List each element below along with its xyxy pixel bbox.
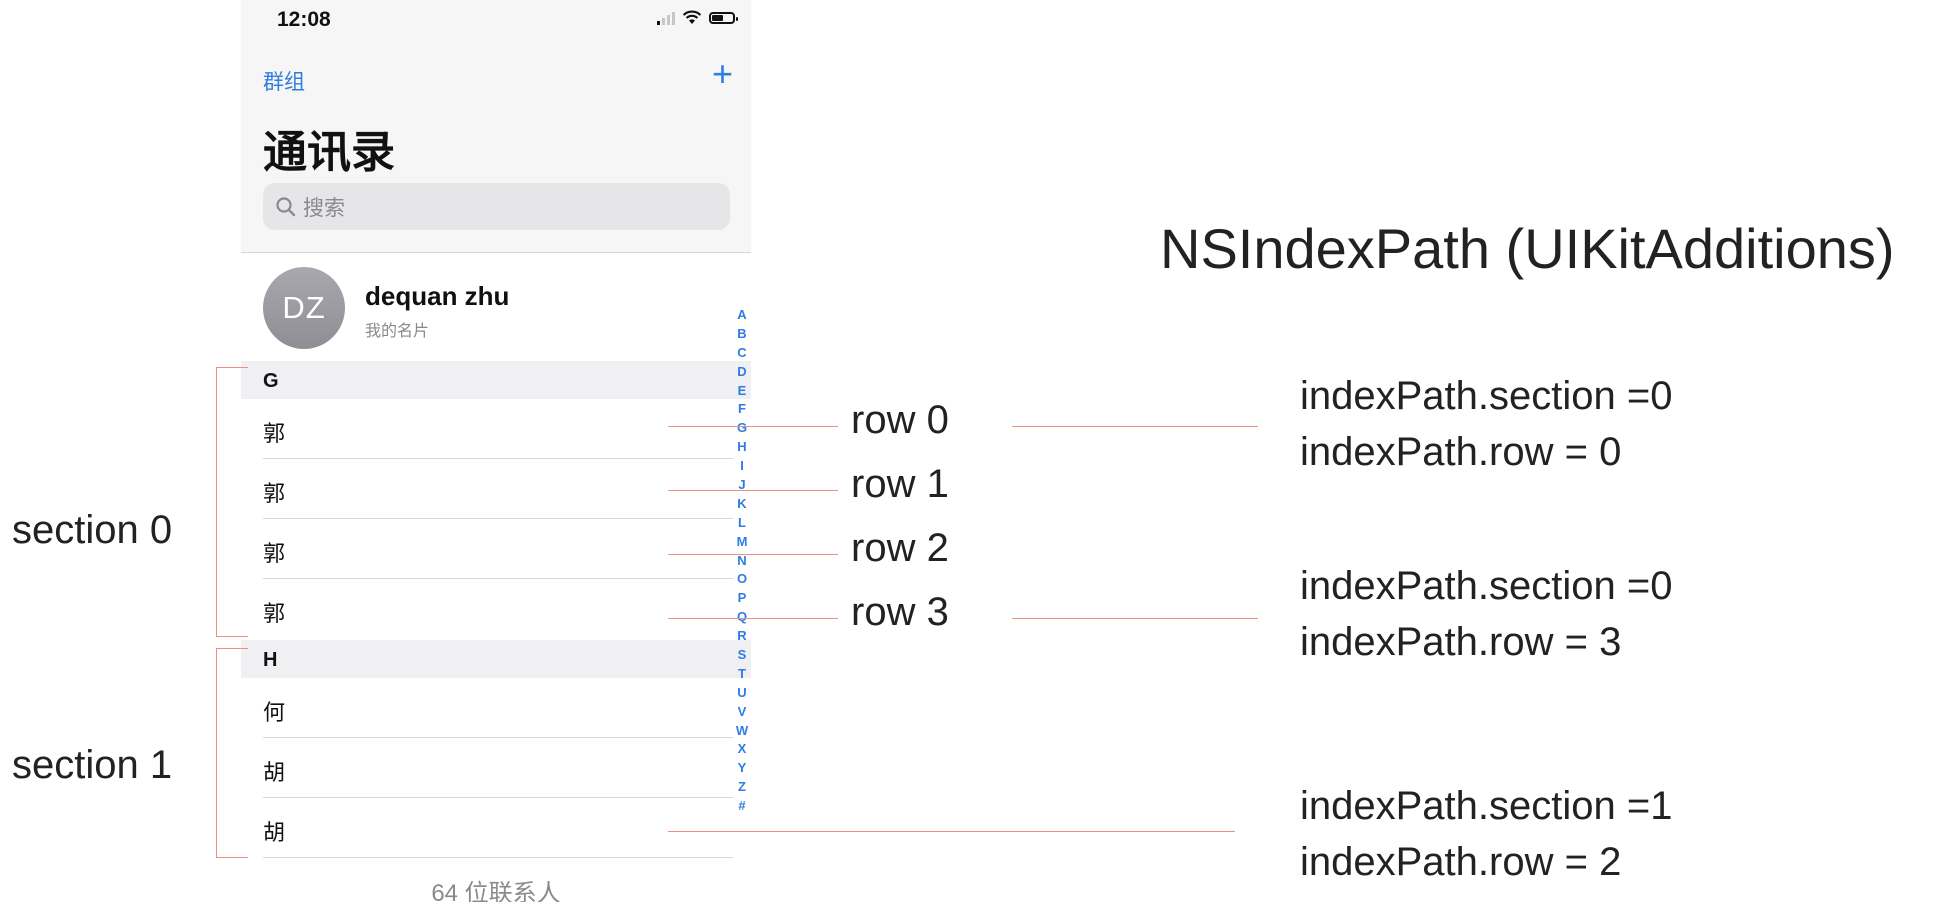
contact-count: 64 位联系人 (431, 880, 561, 902)
info-row: indexPath.row = 2 (1300, 840, 1622, 884)
diagram-title: NSIndexPath (UIKitAdditions) (1160, 217, 1895, 280)
contact-name: 郭 (263, 601, 286, 626)
my-card-row[interactable]: DZ dequan zhu 我的名片 (241, 253, 751, 361)
info-row: indexPath.row = 0 (1300, 430, 1622, 474)
wifi-icon (682, 10, 702, 24)
row-1-pointer (668, 490, 838, 491)
contact-row[interactable]: 胡 (241, 738, 751, 798)
row-3-pointer (668, 618, 838, 619)
row-2-label: row 2 (851, 526, 949, 570)
row-0-pointer (668, 426, 838, 427)
contact-name: 何 (263, 700, 286, 725)
page-title: 通讯录 (263, 128, 395, 177)
row-1-label: row 1 (851, 462, 949, 506)
avatar: DZ (263, 267, 345, 349)
index-letter[interactable]: V (737, 703, 747, 719)
bracket-tick (216, 857, 248, 858)
battery-icon (709, 11, 738, 24)
contact-name: 胡 (263, 760, 286, 785)
index-letter[interactable]: W (735, 722, 749, 738)
contact-row[interactable]: 郭 (241, 459, 751, 519)
add-contact-button[interactable]: + (711, 53, 733, 94)
index-letter[interactable]: # (738, 798, 746, 814)
search-placeholder: 搜索 (303, 196, 345, 220)
index-letter[interactable]: P (737, 590, 747, 606)
index-letter[interactable]: H (737, 439, 747, 455)
section-header-g: G (241, 361, 751, 399)
index-letter[interactable]: I (740, 458, 744, 474)
index-letter[interactable]: B (737, 325, 747, 341)
index-letter[interactable]: F (738, 401, 746, 417)
index-letter[interactable]: G (736, 420, 748, 436)
index-letter[interactable]: N (737, 552, 747, 568)
index-letter[interactable]: X (737, 741, 747, 757)
index-letter[interactable]: A (737, 307, 747, 322)
index-letter[interactable]: C (737, 344, 747, 360)
section-1-label: section 1 (12, 743, 173, 787)
info-section: indexPath.section =1 (1300, 784, 1673, 828)
section-header-label: H (263, 649, 278, 671)
my-card-subtitle: 我的名片 (365, 323, 430, 340)
contact-name: 胡 (263, 820, 286, 845)
status-time: 12:08 (277, 8, 331, 31)
section-1-bracket (216, 648, 217, 857)
search-icon (276, 196, 296, 216)
info-block-2: indexPath.section =1 indexPath.row = 2 (1300, 778, 1672, 890)
info-0-connector (1012, 426, 1258, 427)
row-0-label: row 0 (851, 398, 949, 442)
contact-name: 郭 (263, 421, 286, 446)
contact-row[interactable]: 郭 (241, 519, 751, 579)
bracket-tick (216, 367, 248, 368)
row-2-pointer (668, 554, 838, 555)
index-letter[interactable]: S (737, 647, 747, 663)
section-header-h: H (241, 640, 751, 678)
contact-row[interactable]: 郭 (241, 579, 751, 639)
info-section: indexPath.section =0 (1300, 374, 1673, 418)
search-input[interactable]: 搜索 (263, 183, 730, 230)
index-letter[interactable]: M (736, 533, 748, 549)
index-letter[interactable]: U (737, 684, 747, 700)
row-3-label: row 3 (851, 590, 949, 634)
bracket-tick (216, 648, 248, 649)
section-header-label: G (263, 370, 279, 392)
section-0-bracket (216, 367, 217, 636)
contact-name: 郭 (263, 541, 286, 566)
info-1-connector (1012, 618, 1258, 619)
divider (241, 252, 751, 253)
section-0-label: section 0 (12, 508, 173, 552)
index-letter[interactable]: Y (737, 760, 747, 776)
index-letter[interactable]: D (737, 363, 747, 379)
index-letter[interactable]: T (738, 665, 746, 681)
index-letter[interactable]: E (737, 382, 747, 398)
section-1-row-2-pointer (668, 831, 1235, 832)
index-letter[interactable]: J (738, 477, 746, 493)
index-letter[interactable]: O (736, 571, 748, 587)
info-block-0: indexPath.section =0 indexPath.row = 0 (1300, 368, 1672, 480)
info-section: indexPath.section =0 (1300, 564, 1673, 608)
index-letter[interactable]: R (737, 628, 747, 644)
phone-screen: 12:08 群组 + 通讯录 搜索 DZ dequan zhu 我的名片 G 郭… (241, 0, 751, 902)
index-letter[interactable]: L (738, 514, 746, 530)
info-block-1: indexPath.section =0 indexPath.row = 3 (1300, 558, 1672, 670)
info-row: indexPath.row = 3 (1300, 620, 1622, 664)
groups-button[interactable]: 群组 (263, 71, 305, 94)
index-letter[interactable]: K (737, 495, 747, 511)
contact-row[interactable]: 何 (241, 678, 751, 738)
bracket-tick (216, 636, 248, 637)
contact-name: 郭 (263, 481, 286, 506)
index-letter[interactable]: Z (738, 779, 746, 795)
contact-row[interactable]: 胡 (241, 798, 751, 858)
status-icons (657, 10, 738, 25)
cellular-signal-icon (657, 11, 675, 25)
index-letter[interactable]: Q (736, 609, 748, 625)
my-card-name: dequan zhu (365, 281, 510, 311)
contact-row[interactable]: 郭 (241, 399, 751, 459)
